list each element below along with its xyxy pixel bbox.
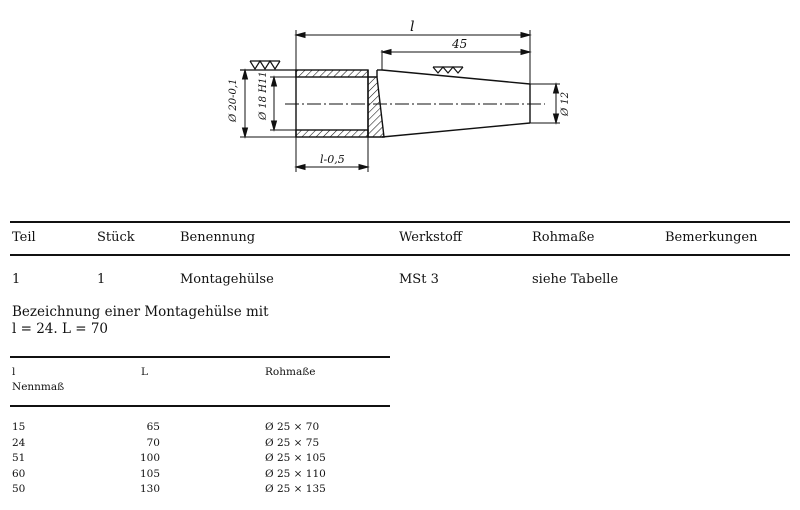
size-header-L: L: [141, 366, 148, 378]
header-rohmasse: Rohmaße: [532, 230, 595, 245]
cell-rohmasse: Ø 25 × 75: [265, 436, 320, 449]
cell-l: 15: [12, 421, 26, 433]
dim-45-label: 45: [451, 37, 467, 51]
dim-l-label: l: [410, 19, 414, 35]
dim-d12-label: Ø 12: [560, 92, 571, 117]
row-teil: 1: [12, 272, 21, 287]
dim-l05-label: l-0,5: [320, 153, 345, 166]
cell-l: 24: [12, 436, 26, 449]
row-stueck: 1: [97, 272, 106, 287]
dim-d18-label: Ø 18 H11: [258, 71, 269, 121]
header-bemerkungen: Bemerkungen: [665, 230, 758, 245]
size-header-rohmasse: Rohmaße: [265, 366, 316, 378]
dim-d20-label: Ø 20-0,1: [228, 79, 239, 123]
header-werkstoff: Werkstoff: [399, 230, 463, 245]
row-rohmasse: siehe Tabelle: [532, 272, 619, 287]
header-benennung: Benennung: [180, 230, 256, 245]
parts-table-top-rule: [10, 221, 790, 223]
surface-finish-left-icon: [240, 59, 296, 71]
technical-drawing: l 45 l-0,5 Ø 20-0,1 Ø 18 H11 Ø 12: [228, 19, 571, 172]
designation-line1: Bezeichnung einer Montagehülse mit: [12, 304, 269, 320]
cell-L: 100: [139, 452, 160, 464]
size-header-l: l: [12, 366, 16, 378]
cell-rohmasse: Ø 25 × 105: [265, 452, 326, 464]
table-row: 24 70 Ø 25 × 75: [0, 437, 400, 453]
row-werkstoff: MSt 3: [399, 272, 439, 287]
size-table-body: 15 65 Ø 25 × 70 24 70 Ø 25 × 75 51 100 Ø…: [0, 421, 400, 499]
size-header-nennmass: Nennmaß: [12, 381, 65, 393]
cell-rohmasse: Ø 25 × 110: [265, 467, 326, 480]
cell-L: 70: [146, 436, 160, 449]
table-row: 60 105 Ø 25 × 110: [0, 468, 400, 484]
size-table-header-rule: [10, 405, 390, 407]
table-row: 15 65 Ø 25 × 70: [0, 421, 400, 437]
cell-l: 50: [12, 483, 26, 495]
row-benennung: Montagehülse: [180, 272, 274, 287]
designation-line2: l = 24. L = 70: [12, 321, 109, 337]
parts-table-header-rule: [10, 254, 790, 256]
cell-rohmasse: Ø 25 × 135: [265, 483, 326, 495]
surface-finish-taper-icon: [432, 66, 464, 74]
cell-L: 130: [139, 483, 160, 495]
cell-l: 51: [12, 452, 26, 464]
header-teil: Teil: [12, 230, 36, 245]
table-row: 50 130 Ø 25 × 135: [0, 483, 400, 499]
cell-L: 105: [139, 467, 160, 480]
cell-l: 60: [12, 467, 26, 480]
header-stueck: Stück: [97, 230, 135, 245]
table-row: 51 100 Ø 25 × 105: [0, 452, 400, 468]
cell-L: 65: [146, 421, 160, 433]
cell-rohmasse: Ø 25 × 70: [265, 421, 320, 433]
size-table-top-rule: [10, 356, 390, 358]
